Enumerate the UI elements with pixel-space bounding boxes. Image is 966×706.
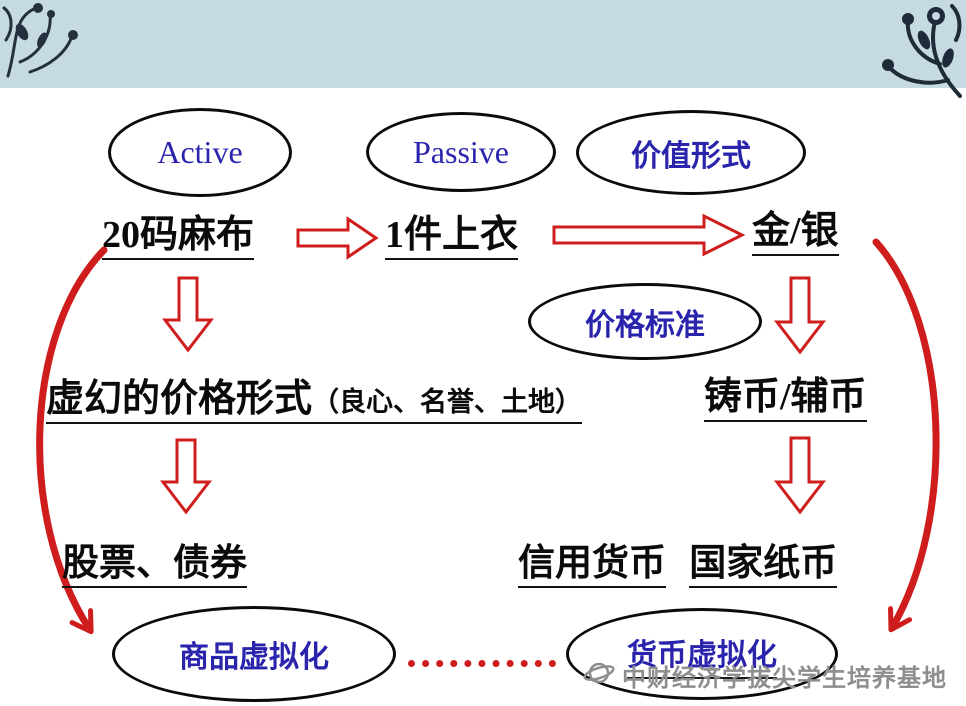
arrow-right-long-icon	[552, 212, 746, 263]
coat-text: 1件上衣	[385, 216, 519, 260]
ellipse-active: Active	[108, 108, 292, 197]
coin-text: 铸币/辅币	[704, 378, 867, 422]
credit-money-label: 信用货币	[518, 545, 666, 588]
ellipse-commodity-virtualization: 商品虚拟化	[112, 606, 396, 702]
illusory-note-text: （良心、名誉、土地）	[312, 387, 583, 417]
dotted-separator	[408, 660, 556, 667]
floral-ornament-right-icon	[836, 0, 966, 105]
top-banner	[0, 0, 966, 88]
commodity-virtualization-label: 商品虚拟化	[179, 641, 329, 674]
arrow-down-left1-icon	[161, 276, 215, 359]
watermark-logo-icon	[582, 658, 616, 693]
arrow-down-right2-icon	[773, 436, 827, 521]
state-paper-label: 国家纸币	[689, 545, 838, 588]
gold-silver-text: 金/银	[752, 212, 839, 256]
illusory-main-text: 虚幻的价格形式	[46, 378, 313, 420]
stocks-bonds-text: 股票、债券	[62, 545, 247, 588]
ellipse-value-form: 价值形式	[576, 110, 806, 195]
active-label: Active	[157, 134, 243, 170]
price-standard-label: 价格标准	[585, 308, 705, 342]
watermark: 中财经济学拔尖学生培养基地	[582, 658, 947, 693]
ellipse-passive: Passive	[366, 112, 556, 192]
arrow-down-left2-icon	[159, 438, 213, 521]
watermark-text: 中财经济学拔尖学生培养基地	[622, 666, 947, 692]
floral-ornament-left-icon	[0, 0, 96, 85]
credit-money-text: 信用货币 国家纸币	[518, 545, 838, 588]
value-form-label: 价值形式	[631, 139, 751, 173]
linen-text: 20码麻布	[102, 216, 255, 260]
ellipse-money-virtualization: 货币虚拟化	[566, 608, 838, 700]
curved-arrow-right-icon	[872, 238, 940, 633]
arrow-right-small-icon	[296, 216, 380, 265]
illusory-price-form-text: 虚幻的价格形式（良心、名誉、土地）	[46, 378, 583, 424]
passive-label: Passive	[413, 133, 509, 170]
arrow-down-right1-icon	[773, 276, 827, 361]
ellipse-price-standard: 价格标准	[528, 283, 762, 360]
money-virtualization-label: 货币虚拟化	[627, 630, 777, 679]
